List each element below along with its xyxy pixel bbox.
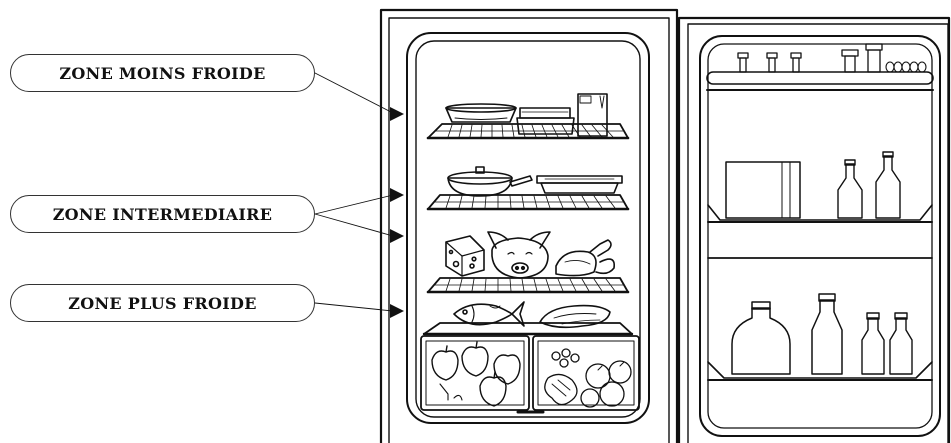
shelf-lower [428,278,628,292]
arrow-plus-froide [390,304,404,318]
zone-plus-froide-label: ZONE PLUS FROIDE [10,284,315,322]
baking-dish-icon [537,176,622,193]
plate-icon [446,104,516,122]
door-shelf-top [707,44,933,90]
middle-shelf-food [448,167,622,196]
zone-arrows [390,107,404,318]
crisper-shelf [424,323,632,334]
small-bottles-icon [862,313,912,374]
cheese-icon [446,236,484,276]
door-shelf-lower [708,258,932,380]
spice-jars-icon [738,44,882,72]
zone-moins-froide-label: ZONE MOINS FROIDE [10,54,315,92]
butter-box-icon [726,162,800,218]
dish-box-icon [517,108,574,134]
steak-icon [540,306,610,328]
top-shelf-food [446,94,607,136]
crisper-drawers [421,336,639,410]
vegetables-icon [545,349,631,407]
lower-shelf-food [446,232,614,278]
shelf-middle [428,195,628,209]
zone-intermediaire-label: ZONE INTERMEDIAIRE [10,195,315,233]
poultry-icon [556,240,614,276]
apple-icon [432,342,520,406]
milk-bottle-icon [812,294,842,374]
jar-icon [732,302,790,374]
arrow-intermediaire-1 [390,188,404,202]
arrow-moins-froide [390,107,404,121]
door-shelf-middle [708,152,932,222]
milk-carton-icon [578,94,607,136]
eggs-icon [886,62,926,72]
fridge-shelves [424,124,632,334]
arrow-intermediaire-2 [390,229,404,243]
pig-head-icon [488,232,550,278]
pan-icon [448,167,532,196]
bottles-icon [838,152,900,218]
